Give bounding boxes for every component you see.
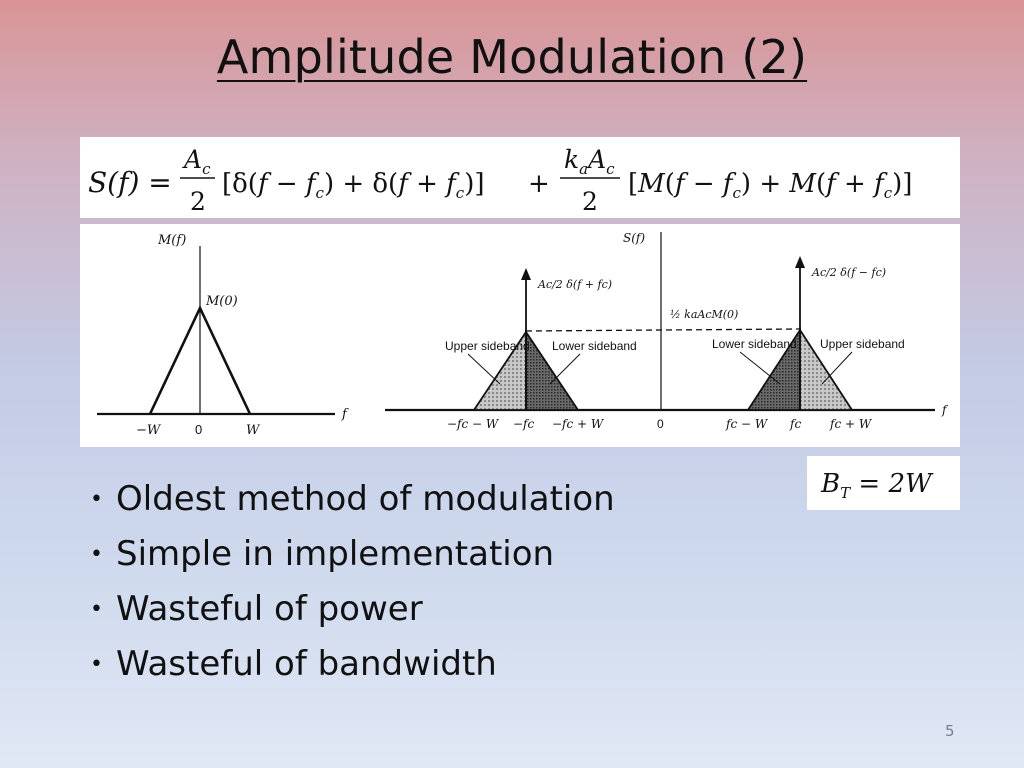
spectrum-diagram: M(f) M(0) f −W 0 W: [97, 231, 949, 438]
bandwidth-formula: BT = 2W: [820, 469, 934, 502]
right-impulse-label: Ac/2 δ(f − fc): [811, 266, 886, 279]
equation-term1-denominator: 2: [190, 187, 206, 216]
equation-graphic: S(f) = Ac 2 [δ(f − fc) + δ(f + fc)] + ka…: [88, 145, 912, 216]
left-tick-neg-w: −W: [136, 423, 162, 438]
message-spectrum-triangle: [148, 304, 252, 415]
page-number: 5: [945, 722, 955, 740]
tick-zero: 0: [657, 417, 664, 431]
bullet-item: •Wasteful of bandwidth: [90, 637, 615, 692]
tick-neg-fc: −fc: [513, 417, 534, 431]
bandwidth-formula-box: BT = 2W: [807, 456, 960, 510]
bandwidth-text: BT = 2W: [820, 469, 934, 502]
peak-dashed-line: [525, 328, 801, 332]
equation-plus: +: [528, 169, 550, 199]
left-xlabel: f: [341, 407, 349, 422]
bullet-item: •Oldest method of modulation: [90, 472, 615, 527]
equation-term2-bracket: [M(f − fc) + M(f + fc)]: [628, 169, 912, 202]
equation-lhs: S(f) =: [88, 166, 172, 199]
am-spectrum-equation: S(f) = Ac 2 [δ(f − fc) + δ(f + fc)] + ka…: [80, 137, 960, 218]
equation-term2-numerator: kaAc: [564, 145, 615, 178]
bullet-item: •Wasteful of power: [90, 582, 615, 637]
tick-neg-fc-plus-w: −fc + W: [552, 417, 605, 431]
tick-fc-plus-w: fc + W: [829, 417, 873, 431]
spectrum-figure: M(f) M(0) f −W 0 W: [80, 224, 960, 447]
bullet-list: •Oldest method of modulation •Simple in …: [90, 472, 615, 692]
left-impulse-label: Ac/2 δ(f + fc): [537, 278, 612, 291]
right-ylabel: S(f): [623, 231, 645, 245]
left-ylabel: M(f): [157, 233, 186, 248]
bullet-dot: •: [90, 487, 103, 512]
message-spectrum-plot: M(f) M(0) f −W 0 W: [97, 233, 349, 438]
left-peak-label: M(0): [205, 294, 238, 309]
bullet-dot: •: [90, 597, 103, 622]
right-peak-label: ½ kaAcM(0): [670, 308, 738, 321]
am-spectrum-plot: S(f) Ac/2 δ(f + fc) Ac/2 δ(f − fc) ½ kaA…: [385, 231, 949, 431]
bullet-dot: •: [90, 542, 103, 567]
sideband-label-upper-right: Upper sideband: [820, 337, 905, 351]
slide-title: Amplitude Modulation (2): [216, 30, 808, 84]
right-xlabel: f: [941, 403, 949, 417]
sideband-label-upper-left: Upper sideband: [445, 339, 530, 353]
equation-term1-bracket: [δ(f − fc) + δ(f + fc)]: [222, 169, 484, 202]
left-tick-zero: 0: [195, 422, 202, 437]
equation-term2-denominator: 2: [582, 187, 598, 216]
left-tick-w: W: [246, 423, 261, 438]
sideband-label-lower-left: Lower sideband: [552, 339, 637, 353]
bullet-item: •Simple in implementation: [90, 527, 615, 582]
tick-fc: fc: [789, 417, 801, 431]
tick-neg-fc-minus-w: −fc − W: [447, 417, 500, 431]
tick-fc-minus-w: fc − W: [725, 417, 769, 431]
sideband-label-lower-right: Lower sideband: [712, 337, 797, 351]
equation-term1-numerator: Ac: [182, 145, 211, 178]
bullet-dot: •: [90, 652, 103, 677]
